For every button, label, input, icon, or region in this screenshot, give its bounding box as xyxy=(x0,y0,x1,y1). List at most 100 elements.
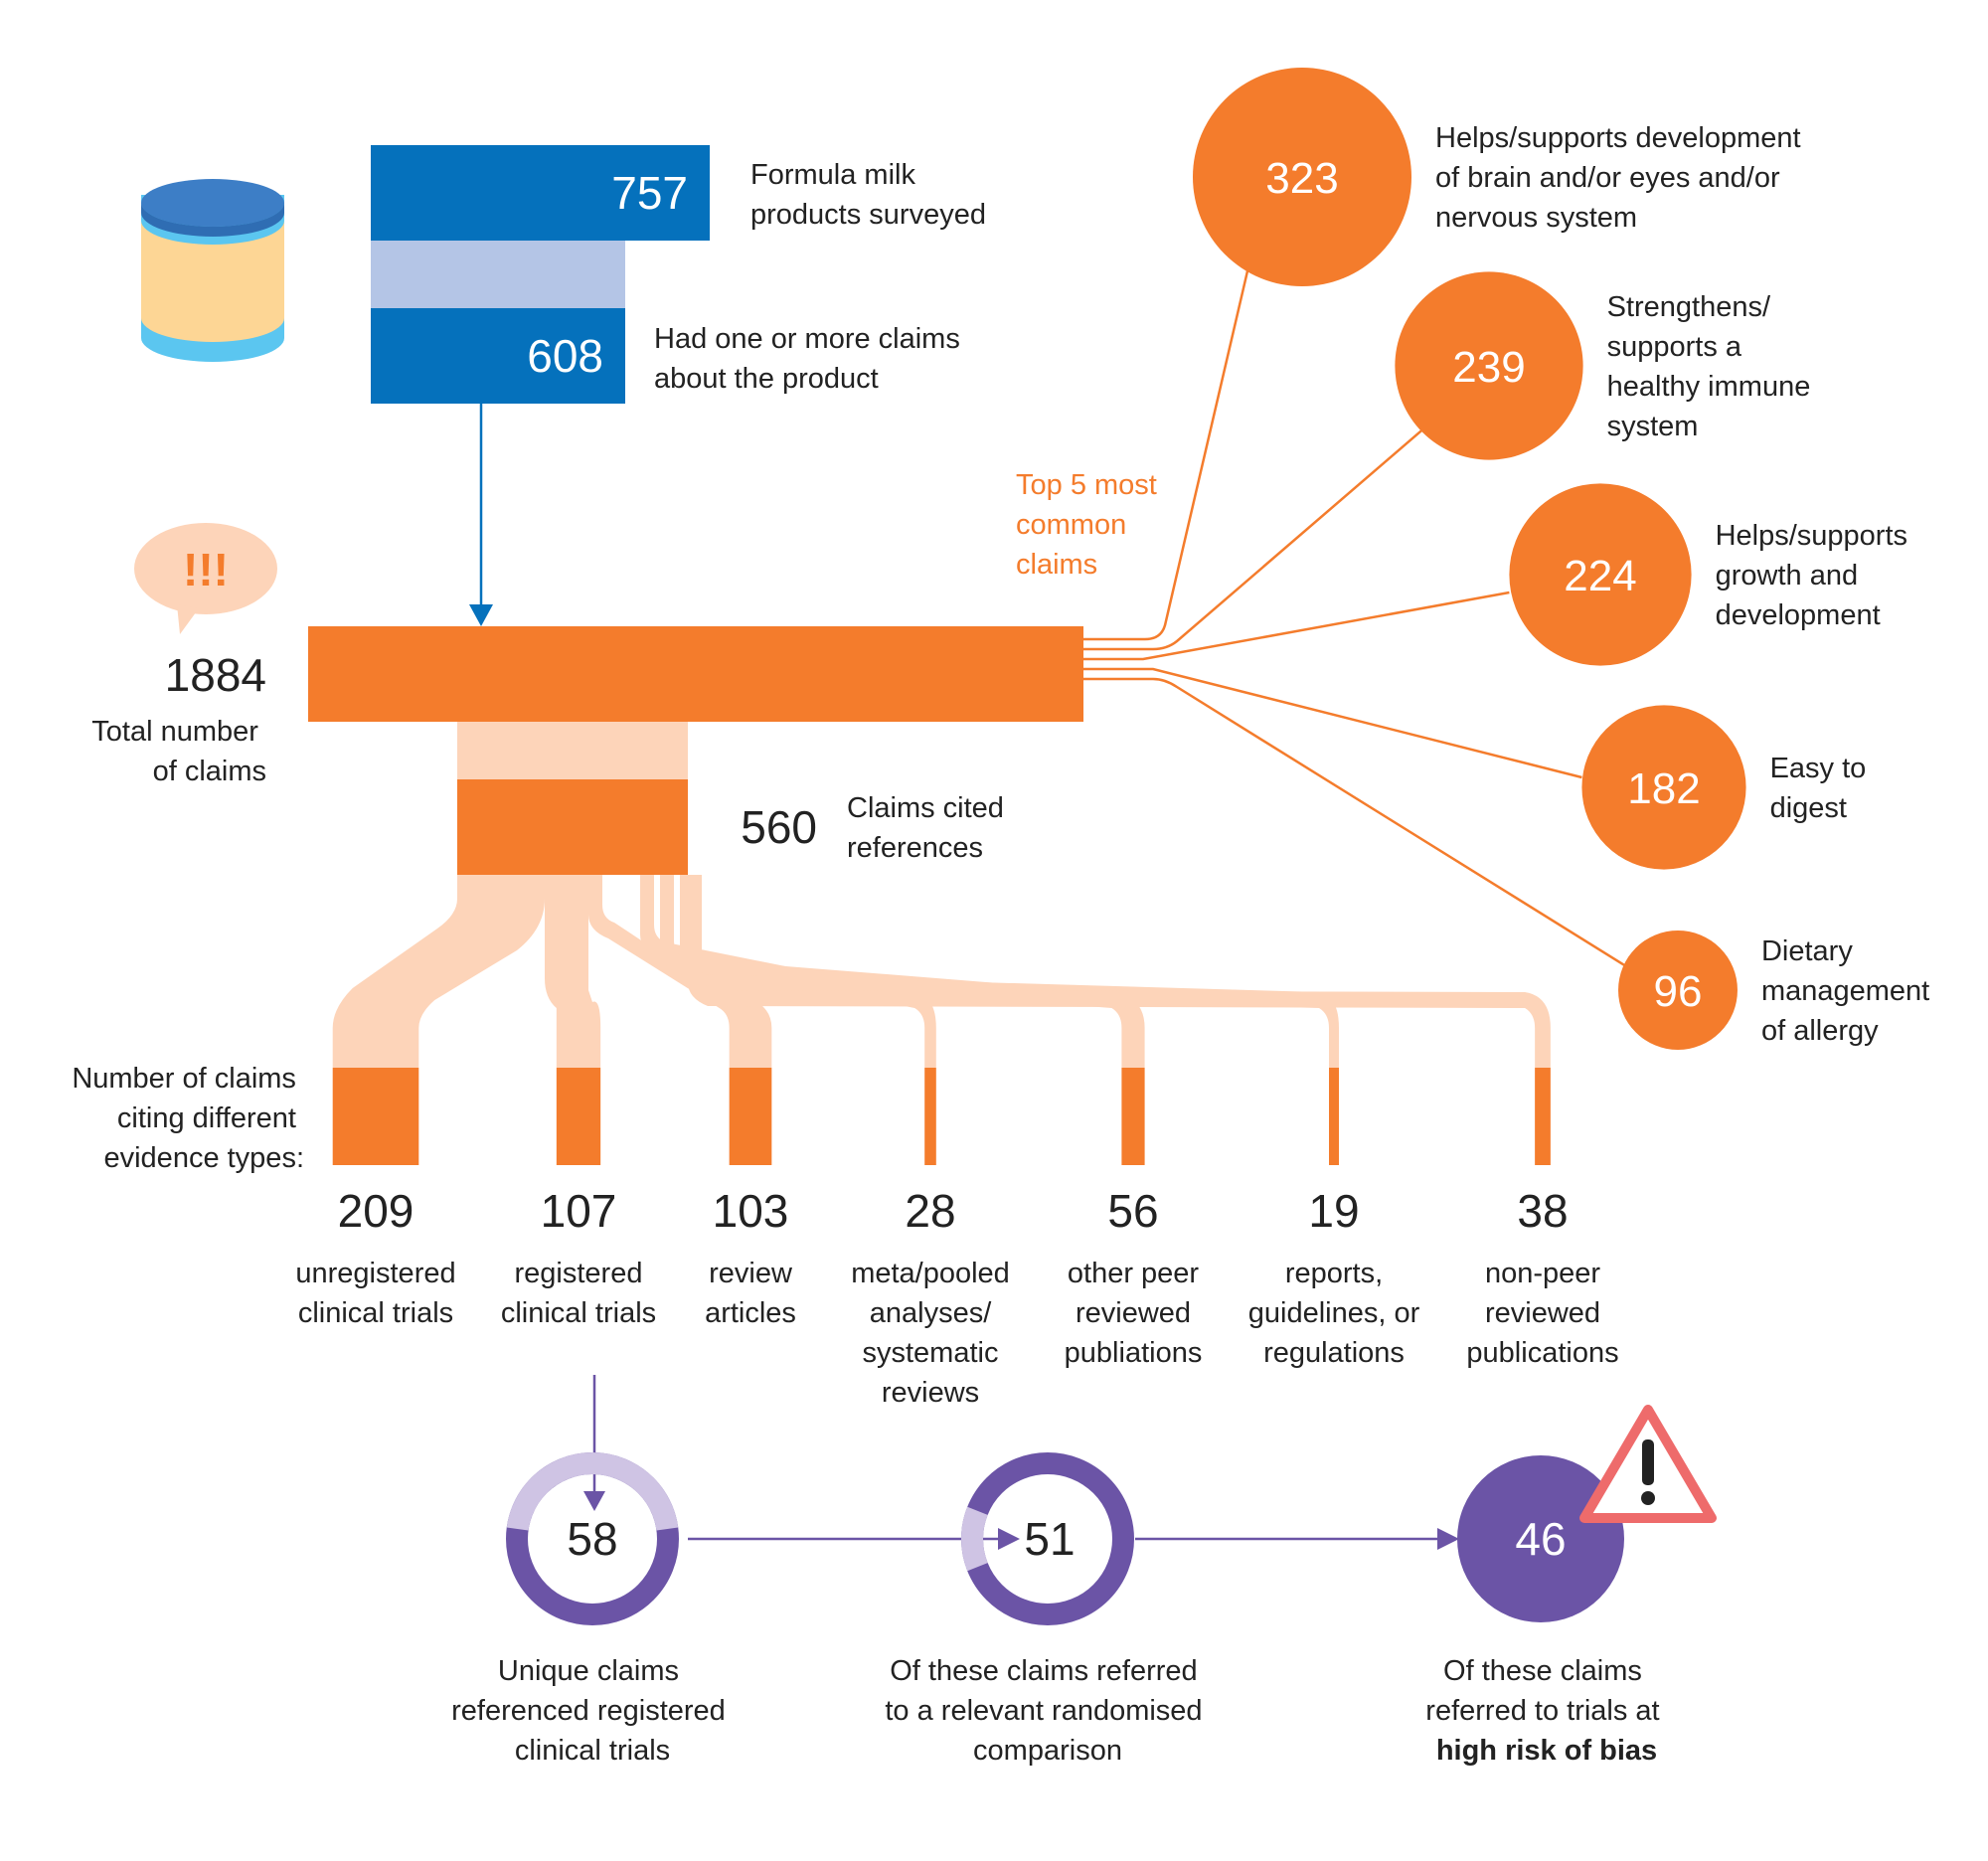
evidence-ribbon xyxy=(332,875,545,1068)
chain-final-circle xyxy=(1457,1455,1624,1622)
products-with-claims-label-line: about the product xyxy=(654,363,879,395)
top-claim-value: 182 xyxy=(1627,764,1700,813)
top-claim-label-line: Dietary xyxy=(1761,935,1853,967)
top-claim-label-line: supports a xyxy=(1607,331,1742,363)
evidence-label-line: reports, xyxy=(1285,1258,1383,1289)
chain-label-2: Of these claims referred to a relevant r… xyxy=(885,1655,1210,1767)
top-claim-label-line: nervous system xyxy=(1435,202,1637,234)
evidence-label-line: unregistered xyxy=(295,1258,455,1289)
top-claim-circle xyxy=(1509,483,1692,666)
evidence-label-line: registered xyxy=(515,1258,643,1289)
top-claim-connector xyxy=(1083,429,1422,651)
products-surveyed-bar xyxy=(371,145,710,241)
top-claim-connector xyxy=(1083,667,1582,779)
products-with-claims-bar xyxy=(371,308,625,404)
top-claim-label-line: healthy immune xyxy=(1607,371,1811,403)
registered-to-unique-arrowhead xyxy=(583,1491,605,1511)
chain-arrowhead-2 xyxy=(1437,1528,1459,1550)
total-claims-label: Total number of claims xyxy=(91,716,266,787)
top-claim-circle xyxy=(1618,930,1738,1050)
chain-value: 58 xyxy=(567,1513,617,1565)
top-claim-label: Strengthens/supports a healthy immune syst… xyxy=(1607,291,1811,442)
chain-value: 51 xyxy=(1024,1513,1075,1565)
chain-label-bold: high risk of bias xyxy=(1436,1735,1657,1767)
products-with-claims-label-line: Had one or more claims xyxy=(654,323,960,355)
products-with-claims-value: 608 xyxy=(527,330,603,382)
total-claims-label-line: of claims xyxy=(153,756,266,787)
cited-references-label-line: references xyxy=(847,832,983,864)
chain-label-line: Of these claims referred xyxy=(890,1655,1197,1687)
evidence-label-line: reviewed xyxy=(1485,1297,1600,1329)
chain-label-line: clinical trials xyxy=(515,1735,670,1767)
evidence-caption-line: evidence types: xyxy=(103,1142,304,1174)
evidence-label-line: regulations xyxy=(1263,1337,1405,1369)
top-claim-connector xyxy=(1083,591,1510,661)
warning-triangle-icon xyxy=(1579,1405,1717,1523)
top-claim-connector xyxy=(1083,677,1625,966)
top-claim-label-line: system xyxy=(1607,411,1699,442)
evidence-label: registered clinical trials xyxy=(501,1258,656,1329)
evidence-ribbon xyxy=(545,875,601,1068)
evidence-bar xyxy=(1121,1068,1145,1165)
cited-references-value: 560 xyxy=(741,801,817,853)
evidence-value: 38 xyxy=(1517,1185,1568,1237)
claims-to-references-connector xyxy=(457,722,688,779)
evidence-bar xyxy=(332,1068,419,1165)
top-claim-label-line: Helps/supports xyxy=(1716,520,1907,552)
evidence-label-line: other peer xyxy=(1068,1258,1200,1289)
chain-label-1: Unique claims referenced registered clin… xyxy=(451,1655,734,1767)
evidence-value: 103 xyxy=(713,1185,789,1237)
chain-label-line: Unique claims xyxy=(498,1655,679,1687)
total-claims-value: 1884 xyxy=(165,649,266,701)
top-claim-connectors xyxy=(1083,270,1625,966)
evidence-value: 28 xyxy=(905,1185,955,1237)
top-claim-value: 239 xyxy=(1452,343,1525,392)
products-surveyed-value: 757 xyxy=(611,167,688,219)
cited-references-label: Claims cited references xyxy=(847,792,1012,864)
top-claim-label-line: Easy to xyxy=(1770,753,1867,784)
evidence-label: review articles xyxy=(705,1258,796,1329)
chain-label-line: comparison xyxy=(973,1735,1122,1767)
evidence-ribbons xyxy=(332,875,1551,1068)
evidence-label-line: articles xyxy=(705,1297,796,1329)
evidence-label-line: clinical trials xyxy=(501,1297,656,1329)
evidence-label-line: guidelines, or xyxy=(1248,1297,1420,1329)
speech-bubble-body xyxy=(134,523,277,614)
evidence-value: 107 xyxy=(541,1185,617,1237)
can-lid-rim xyxy=(141,203,284,237)
evidence-label: reports, guidelines, or regulations xyxy=(1248,1258,1420,1369)
top-claim-label-line: Helps/supports development xyxy=(1435,122,1801,154)
evidence-bar xyxy=(1329,1068,1339,1165)
chain-label-line: Of these claims xyxy=(1443,1655,1642,1687)
top-claim-label-line: development xyxy=(1716,599,1881,631)
chain-label-3: Of these claims referred to trials at hi… xyxy=(1425,1655,1667,1767)
top-claim-label-line: management xyxy=(1761,975,1929,1007)
top-claim-label-line: Strengthens/ xyxy=(1607,291,1771,323)
evidence-label-line: review xyxy=(709,1258,793,1289)
top-claim-value: 96 xyxy=(1654,967,1703,1016)
evidence-label-line: reviews xyxy=(882,1377,979,1409)
cited-references-bar xyxy=(457,779,688,875)
top-claims-caption: Top 5 most common claims xyxy=(1016,469,1165,581)
evidence-label-line: reviewed xyxy=(1076,1297,1191,1329)
can-lid xyxy=(141,179,284,227)
products-with-claims-label: Had one or more claims about the product xyxy=(654,323,968,395)
products-connector xyxy=(371,241,625,308)
top-claim-value: 224 xyxy=(1564,552,1636,600)
top-claim-circle xyxy=(1193,68,1411,286)
evidence-caption-line: Number of claims xyxy=(72,1063,296,1095)
evidence-label-line: analyses/ xyxy=(870,1297,992,1329)
products-surveyed-label-line: products surveyed xyxy=(750,199,986,231)
top-claims-caption-line: claims xyxy=(1016,549,1097,581)
top-claim-value: 323 xyxy=(1265,154,1338,203)
can-body xyxy=(141,221,284,342)
warning-mark xyxy=(1642,1439,1654,1485)
speech-bubble-text: !!! xyxy=(183,544,229,595)
top-claim-connector xyxy=(1083,270,1249,641)
